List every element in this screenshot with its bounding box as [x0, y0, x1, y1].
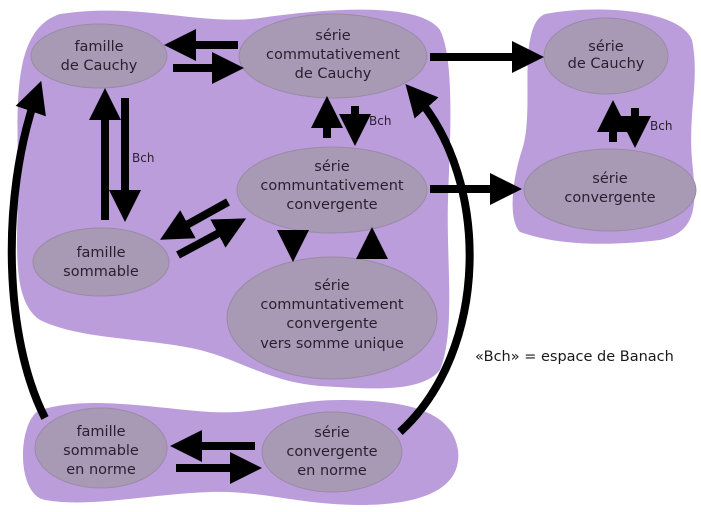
- node-famille-cauchy[interactable]: [30, 23, 168, 89]
- label-serie-conv-somme-unique: série communtativement convergente vers …: [260, 278, 404, 352]
- node-label-line: convergente: [286, 444, 377, 460]
- label-famille-cauchy: famille de Cauchy: [61, 39, 138, 74]
- bch-label-right: Bch: [650, 119, 672, 133]
- node-label-line: série: [314, 425, 349, 441]
- bch-label-middle: Bch: [369, 114, 391, 128]
- arrow-famillesommable-to-commconv: [176, 218, 247, 259]
- node-label-line: convergente: [286, 316, 377, 332]
- arrow-commconv-to-famillesommable: [160, 198, 230, 240]
- node-label-line: série: [588, 39, 623, 55]
- node-serie-conv-somme-unique[interactable]: [226, 256, 438, 380]
- legend-note: «Bch» = espace de Banach: [475, 349, 674, 365]
- node-label-line: convergente: [286, 197, 377, 213]
- node-label-line: sommable: [63, 264, 139, 280]
- node-label-line: série: [314, 278, 349, 294]
- arrow-convnorme-to-commcauchy: [397, 83, 474, 435]
- node-serie-convergente[interactable]: [523, 148, 697, 232]
- node-serie-convergente-norme[interactable]: [261, 411, 403, 493]
- node-serie-communtativement-convergente[interactable]: [236, 146, 428, 234]
- node-label-line: communtativement: [260, 178, 403, 194]
- label-serie-commutativement-cauchy: série commutativement de Cauchy: [266, 28, 400, 82]
- node-famille-sommable[interactable]: [32, 227, 170, 297]
- label-serie-cauchy: série de Cauchy: [568, 39, 645, 72]
- node-label-line: en norme: [66, 462, 136, 478]
- node-label-line: communtativement: [260, 297, 403, 313]
- label-serie-convergente-norme: série convergente en norme: [286, 425, 377, 479]
- node-label-line: en norme: [297, 463, 367, 479]
- node-label-line: série: [314, 159, 349, 175]
- node-label-line: famille: [74, 39, 123, 55]
- node-label-line: convergente: [564, 190, 655, 206]
- node-label-line: commutativement: [266, 47, 400, 63]
- label-serie-convergente: série convergente: [564, 171, 655, 206]
- node-serie-cauchy[interactable]: [543, 17, 669, 95]
- node-label-line: de Cauchy: [568, 56, 645, 72]
- node-label-line: série: [592, 171, 627, 187]
- node-label-line: sommable: [63, 443, 139, 459]
- node-label-line: famille: [76, 245, 125, 261]
- label-serie-communtativement-convergente: série communtativement convergente: [260, 159, 403, 213]
- node-label-line: famille: [76, 424, 125, 440]
- node-famille-sommable-norme[interactable]: [34, 407, 168, 489]
- label-famille-sommable: famille sommable: [63, 245, 139, 280]
- node-label-line: de Cauchy: [295, 66, 372, 82]
- node-label-line: de Cauchy: [61, 58, 138, 74]
- label-famille-sommable-norme: famille sommable en norme: [63, 424, 139, 478]
- arrow-famillenorme-to-famillecauchy: [7, 80, 49, 420]
- bch-label-left: Bch: [132, 151, 154, 165]
- node-label-line: série: [315, 28, 350, 44]
- node-label-line: vers somme unique: [260, 336, 404, 352]
